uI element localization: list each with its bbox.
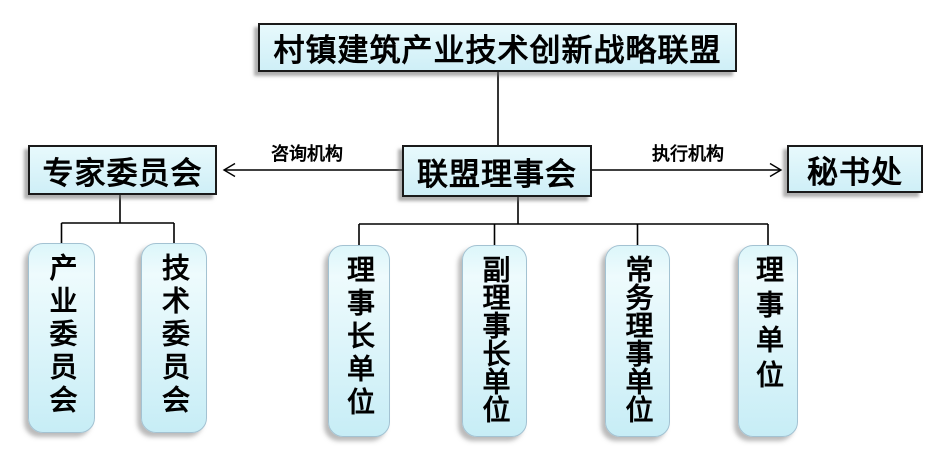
node-expert-committee-label: 专家委员会 xyxy=(42,155,203,191)
node-alliance-council: 联盟理事会 xyxy=(402,145,592,197)
arrowhead-right-icon xyxy=(769,162,783,178)
node-alliance-title-label: 村镇建筑产业技术创新战略联盟 xyxy=(273,33,722,68)
node-standing-director-unit-label: 常务理事单位 xyxy=(622,255,654,423)
node-alliance-council-label: 联盟理事会 xyxy=(417,156,577,192)
node-technology-committee-label: 技术委员会 xyxy=(159,253,190,418)
node-expert-committee: 专家委员会 xyxy=(28,145,217,195)
edge-label-advisory: 咨询机构 xyxy=(271,144,343,164)
node-vice-chairman-unit-label: 副理事长单位 xyxy=(479,255,511,423)
node-technology-committee: 技术委员会 xyxy=(141,243,207,433)
node-chairman-unit: 理事长单位 xyxy=(328,245,390,437)
node-alliance-title: 村镇建筑产业技术创新战略联盟 xyxy=(258,23,737,72)
node-director-unit-label: 理事单位 xyxy=(753,255,784,395)
edge-label-executive: 执行机构 xyxy=(652,144,724,164)
node-chairman-unit-label: 理事长单位 xyxy=(344,255,375,420)
node-vice-chairman-unit: 副理事长单位 xyxy=(462,245,527,437)
node-secretariat: 秘书处 xyxy=(787,145,923,193)
node-industry-committee: 产业委员会 xyxy=(28,243,95,433)
node-secretariat-label: 秘书处 xyxy=(807,154,903,190)
node-standing-director-unit: 常务理事单位 xyxy=(605,245,670,437)
node-director-unit: 理事单位 xyxy=(738,245,798,437)
arrowhead-left-icon xyxy=(222,162,236,178)
node-industry-committee-label: 产业委员会 xyxy=(46,253,78,418)
